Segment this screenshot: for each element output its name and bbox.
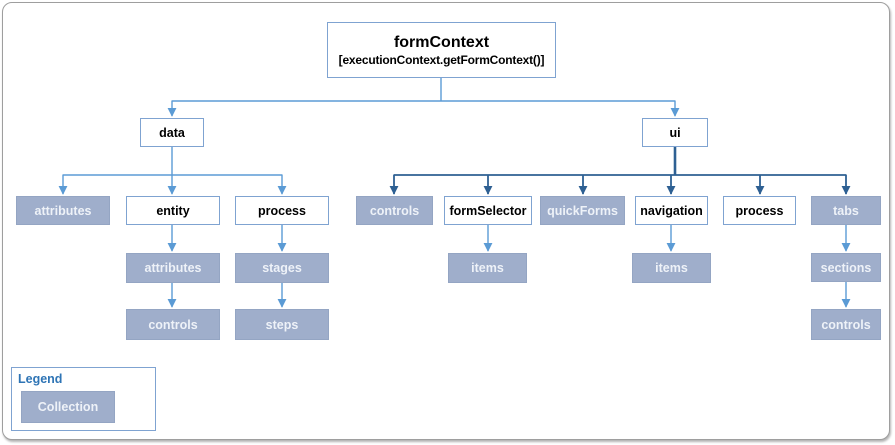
node-process-steps: steps — [235, 309, 329, 340]
node-process-stages: stages — [235, 253, 329, 283]
node-data: data — [140, 118, 204, 147]
node-formcontext-subtitle: [executionContext.getFormContext()] — [338, 53, 545, 67]
node-data-process: process — [235, 196, 329, 225]
legend-collection-swatch: Collection — [21, 391, 115, 423]
diagram-frame: formContext [executionContext.getFormCon… — [2, 2, 890, 440]
node-navigation: navigation — [635, 196, 708, 225]
node-ui-process: process — [723, 196, 796, 225]
legend-title: Legend — [18, 372, 63, 386]
legend: Legend Collection — [11, 367, 156, 431]
node-formselector: formSelector — [444, 196, 532, 225]
node-tabs: tabs — [811, 196, 881, 225]
node-entity: entity — [126, 196, 220, 225]
node-entity-attributes: attributes — [126, 253, 220, 283]
node-ui-controls: controls — [356, 196, 433, 225]
node-tabs-controls: controls — [811, 309, 881, 340]
node-tabs-sections: sections — [811, 253, 881, 282]
node-ui: ui — [642, 118, 708, 147]
node-entity-controls: controls — [126, 309, 220, 340]
node-formselector-items: items — [448, 253, 527, 283]
node-data-attributes: attributes — [16, 196, 110, 225]
node-formcontext-title: formContext — [393, 34, 490, 51]
node-navigation-items: items — [632, 253, 711, 283]
node-quickforms: quickForms — [540, 196, 625, 225]
node-formcontext: formContext [executionContext.getFormCon… — [327, 22, 556, 78]
